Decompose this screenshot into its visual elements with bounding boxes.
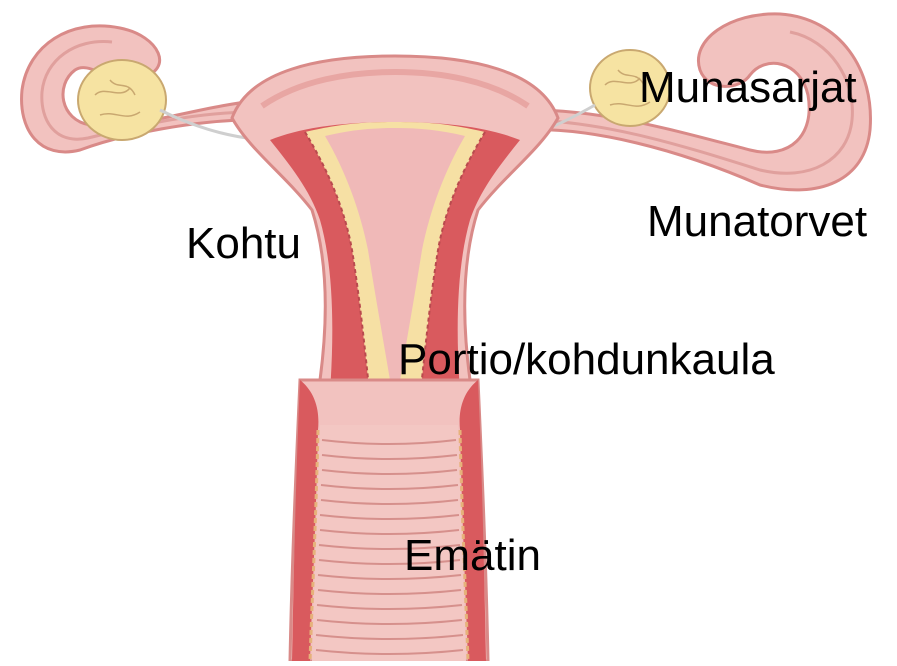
label-cervix: Portio/kohdunkaula — [398, 338, 775, 382]
label-vagina: Emätin — [404, 534, 541, 578]
label-uterus: Kohtu — [186, 222, 301, 266]
vagina — [290, 380, 488, 661]
label-ovaries: Munasarjat — [639, 66, 857, 110]
label-fallopian-tubes: Munatorvet — [647, 200, 867, 244]
left-ovary — [78, 60, 166, 140]
